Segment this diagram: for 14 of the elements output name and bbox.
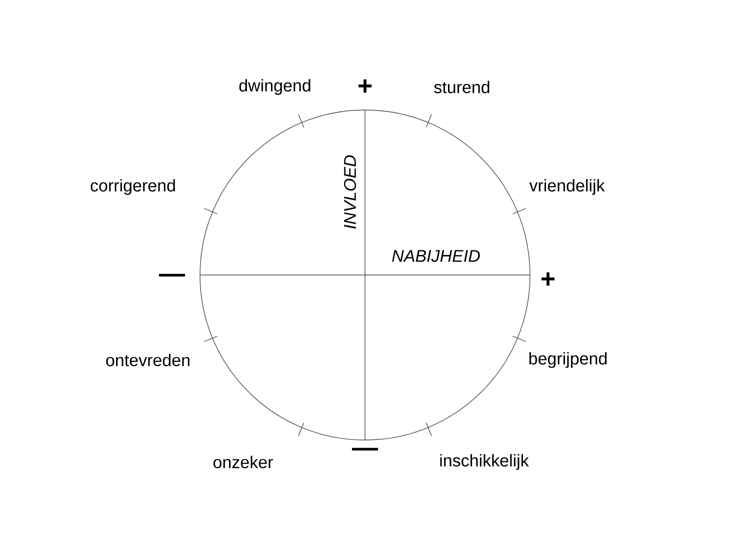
axis-label: NABIJHEID (392, 250, 480, 262)
segment-label: sturend (434, 80, 490, 94)
axis-label: INVLOED (344, 155, 356, 229)
axis-sign: — (159, 274, 185, 276)
axis-sign: — (352, 448, 378, 450)
segment-label: begrijpend (529, 352, 607, 368)
segment-label: onzeker (213, 456, 273, 468)
segment-label: inschikkelijk (440, 454, 529, 470)
segment-label: ontevreden (106, 354, 190, 366)
segment-label: corrigerend (90, 179, 175, 195)
segment-label: dwingend (239, 79, 310, 95)
axis-sign: + (542, 272, 555, 286)
axis-sign: + (358, 79, 372, 93)
segment-label: vriendelijk (529, 179, 605, 195)
